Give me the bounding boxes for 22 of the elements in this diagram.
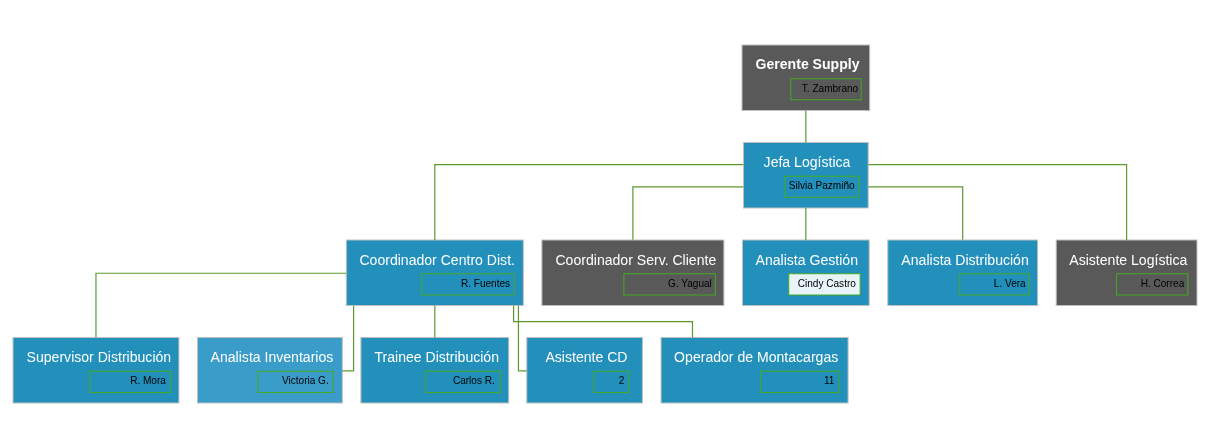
node-box: Trainee Distribución Carlos R. (360, 337, 510, 404)
connector (517, 305, 528, 372)
node-box: Supervisor Distribución R. Mora (12, 337, 180, 404)
node-box: Operador de Montacargas 11 (660, 337, 849, 404)
node-box: Gerente Supply T. Zambrano (741, 44, 871, 111)
node-box: Jefa Logística Silvia Pazmiño (743, 142, 869, 209)
connector (867, 186, 964, 241)
connector (867, 164, 1128, 241)
connector (434, 304, 436, 339)
node-box: Analista Distribución L. Vera (887, 239, 1039, 306)
connector (805, 207, 807, 241)
node-box: Asistente Logística H. Correa (1055, 239, 1198, 306)
node-box: Analista Inventarios Victoria G. (197, 337, 343, 404)
node-box: Coordinador Serv. Cliente G. Yagual (541, 239, 725, 306)
connector (434, 164, 744, 241)
node-box: Coordinador Centro Dist. R. Fuentes (345, 239, 524, 306)
connector (805, 109, 807, 143)
connector (95, 272, 347, 339)
node-box: Analista Gestión Cindy Castro (742, 239, 870, 306)
connector (341, 305, 355, 372)
node-box: Asistente CD 2 (526, 337, 643, 404)
connector (632, 186, 744, 241)
